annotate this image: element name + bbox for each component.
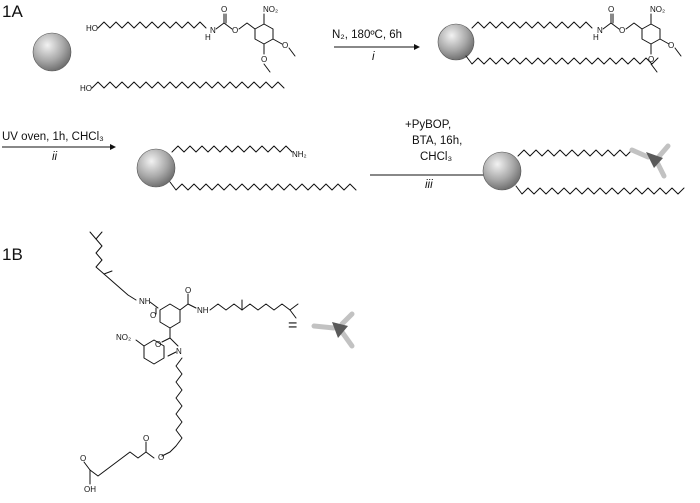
svg-text:O: O (143, 434, 149, 443)
svg-text:H: H (593, 33, 599, 42)
reaction-iii-step: iii (425, 179, 433, 191)
carbonyl-o-label: O (221, 5, 227, 14)
nanoparticle-sphere (136, 148, 176, 188)
reaction-iii-conditions-1: +PyBOP, (405, 119, 451, 131)
alkyl-chain (517, 149, 633, 157)
amide-nh-right: NH (197, 306, 209, 315)
carbamate-bond (215, 22, 233, 30)
panel-label-1a: 1A (2, 2, 23, 21)
bta-cartoon-product (629, 143, 671, 179)
methoxy-o-label-2: O (261, 55, 267, 64)
nanoparticle-sphere (32, 32, 72, 72)
carboxylic-acid-label: OH (84, 485, 96, 494)
octadecyl-chain (169, 181, 357, 191)
svg-text:O: O (648, 55, 654, 64)
equals-sign: = (288, 317, 297, 334)
nanoparticle-sphere (482, 151, 522, 191)
svg-text:O: O (185, 286, 191, 295)
benzene-ring (641, 23, 661, 45)
amide-nh-top: NH (139, 297, 151, 306)
benzene-ring (254, 23, 274, 45)
svg-text:O: O (158, 453, 164, 462)
svg-text:O: O (150, 311, 156, 320)
svg-text:O: O (155, 340, 161, 349)
central-benzene-ring (159, 303, 181, 329)
octadecyl-chain (91, 81, 285, 89)
alkyl-chain (471, 21, 593, 29)
alkyl-spacer (161, 357, 183, 457)
bta-cartoon-legend (311, 311, 355, 349)
reaction-ii-step: ii (52, 151, 58, 163)
svg-text:O: O (608, 5, 614, 14)
nitrobenzyl-ring (143, 339, 165, 365)
svg-text:O: O (80, 454, 86, 463)
amide-n-bottom: N (176, 347, 182, 356)
reaction-i-step: i (372, 51, 375, 63)
amine-label: NH₂ (292, 150, 307, 159)
reaction-ii-conditions: UV oven, 1h, CHCl₃ (2, 131, 104, 143)
reaction-i-conditions: N₂, 180ºC, 6h (332, 29, 402, 41)
hydroxyl-label-2: HO (80, 84, 92, 93)
carbamate-n-label: N (210, 26, 216, 35)
panel-label-1b: 1B (2, 245, 23, 264)
svg-text:NO₂: NO₂ (650, 5, 665, 14)
ester-o-label: O (232, 26, 238, 35)
nitro-label-bta: NO₂ (116, 333, 131, 342)
alkyl-chain (97, 21, 207, 29)
svg-text:O: O (668, 41, 674, 50)
hydroxyl-label: HO (86, 24, 98, 33)
nitro-label: NO₂ (263, 5, 278, 14)
octadecyl-chain (515, 185, 685, 195)
reaction-iii-conditions-3: CHCl₃ (420, 151, 452, 163)
svg-text:O: O (619, 26, 625, 35)
nanoparticle-sphere (437, 23, 475, 61)
octadecyl-chain (465, 55, 659, 65)
reaction-iii-conditions-2: BTA, 16h, (412, 135, 462, 147)
svg-text:N: N (597, 26, 603, 35)
methoxy-o-label-1: O (282, 41, 288, 50)
bta-molecule: NH O O NH O N NO₂ O O O O (80, 231, 299, 494)
carbamate-nh-label: H (205, 33, 211, 42)
alkyl-chain (171, 145, 293, 153)
